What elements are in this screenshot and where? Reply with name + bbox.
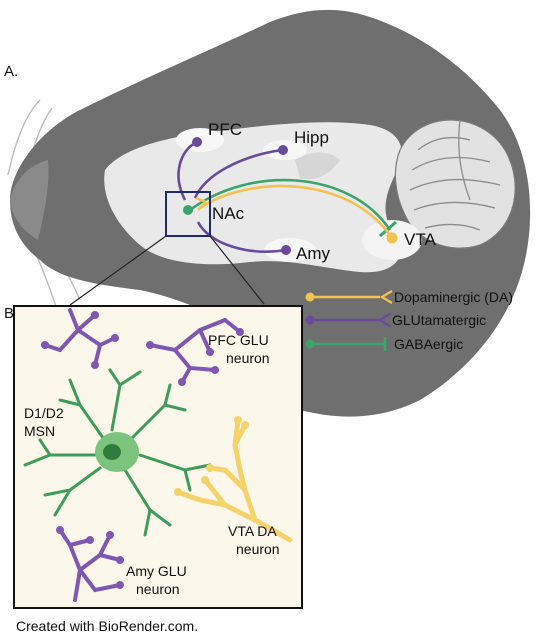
- inset-vta-da-label-1: VTA DA: [228, 523, 277, 539]
- vta-to-nac-path: [199, 184, 394, 239]
- cerebellum-folds: [409, 119, 501, 231]
- label-pfc: PFC: [208, 120, 242, 139]
- inset-msn-label-2: MSN: [24, 423, 55, 439]
- hipp-region-shade: [295, 152, 340, 180]
- hipp-dot: [278, 145, 288, 155]
- zoom-lines: [69, 235, 265, 306]
- inset-box: [13, 305, 303, 609]
- gaba-terminal-bar: [379, 220, 397, 238]
- nac-zoom-box: [165, 191, 211, 237]
- biorender-credit: Created with BioRender.com.: [16, 618, 198, 634]
- inset-amy-glu-label-1: Amy GLU: [126, 563, 187, 579]
- label-nac: NAc: [212, 204, 245, 223]
- panel-a-label: A.: [4, 63, 18, 80]
- nose-shade: [10, 160, 49, 240]
- pfc-to-nac-path: [177, 140, 198, 201]
- pfc-glu-terminals-right: [146, 328, 244, 386]
- inset-msn-label-1: D1/D2: [24, 405, 64, 421]
- legend: Dopaminergic (DA) GLUtamatergic GABAergi…: [305, 289, 513, 352]
- amy-glu-terminals: [56, 526, 124, 589]
- rat-head-illustration: [7, 9, 531, 417]
- legend-label-gaba: GABAergic: [394, 336, 463, 352]
- nac-dot: [183, 205, 193, 215]
- label-vta: VTA: [404, 230, 436, 249]
- amy-to-nac-path: [196, 221, 287, 253]
- legend-label-glu: GLUtamatergic: [392, 312, 486, 328]
- hipp-to-nac-path: [193, 148, 283, 199]
- inset-vta-da-label-2: neuron: [236, 541, 280, 557]
- nac-to-vta-path: [189, 178, 392, 231]
- legend-item-gaba: GABAergic: [305, 336, 463, 352]
- legend-item-glu: GLUtamatergic: [305, 312, 486, 328]
- inset-pfc-glu-label-2: neuron: [226, 350, 270, 366]
- inset-pfc-glu-label-1: PFC GLU: [208, 332, 269, 348]
- vta-dot: [386, 232, 398, 244]
- legend-item-da: Dopaminergic (DA): [305, 289, 513, 305]
- label-amy: Amy: [296, 244, 331, 263]
- legend-label-da: Dopaminergic (DA): [394, 289, 513, 305]
- da-terminal-fork: [195, 196, 207, 211]
- cerebellum: [394, 119, 516, 249]
- msn-nucleus: [103, 444, 121, 460]
- inset-amy-glu-label-2: neuron: [136, 581, 180, 597]
- label-hipp: Hipp: [294, 128, 329, 147]
- region-dots: [183, 137, 398, 255]
- amy-dot: [281, 245, 291, 255]
- vta-da-terminals: [174, 416, 249, 496]
- pathways: [177, 140, 397, 253]
- msn-neuron-dendrites: [23, 368, 212, 537]
- pfc-glu-terminals-left: [41, 311, 119, 369]
- pfc-dot: [192, 137, 202, 147]
